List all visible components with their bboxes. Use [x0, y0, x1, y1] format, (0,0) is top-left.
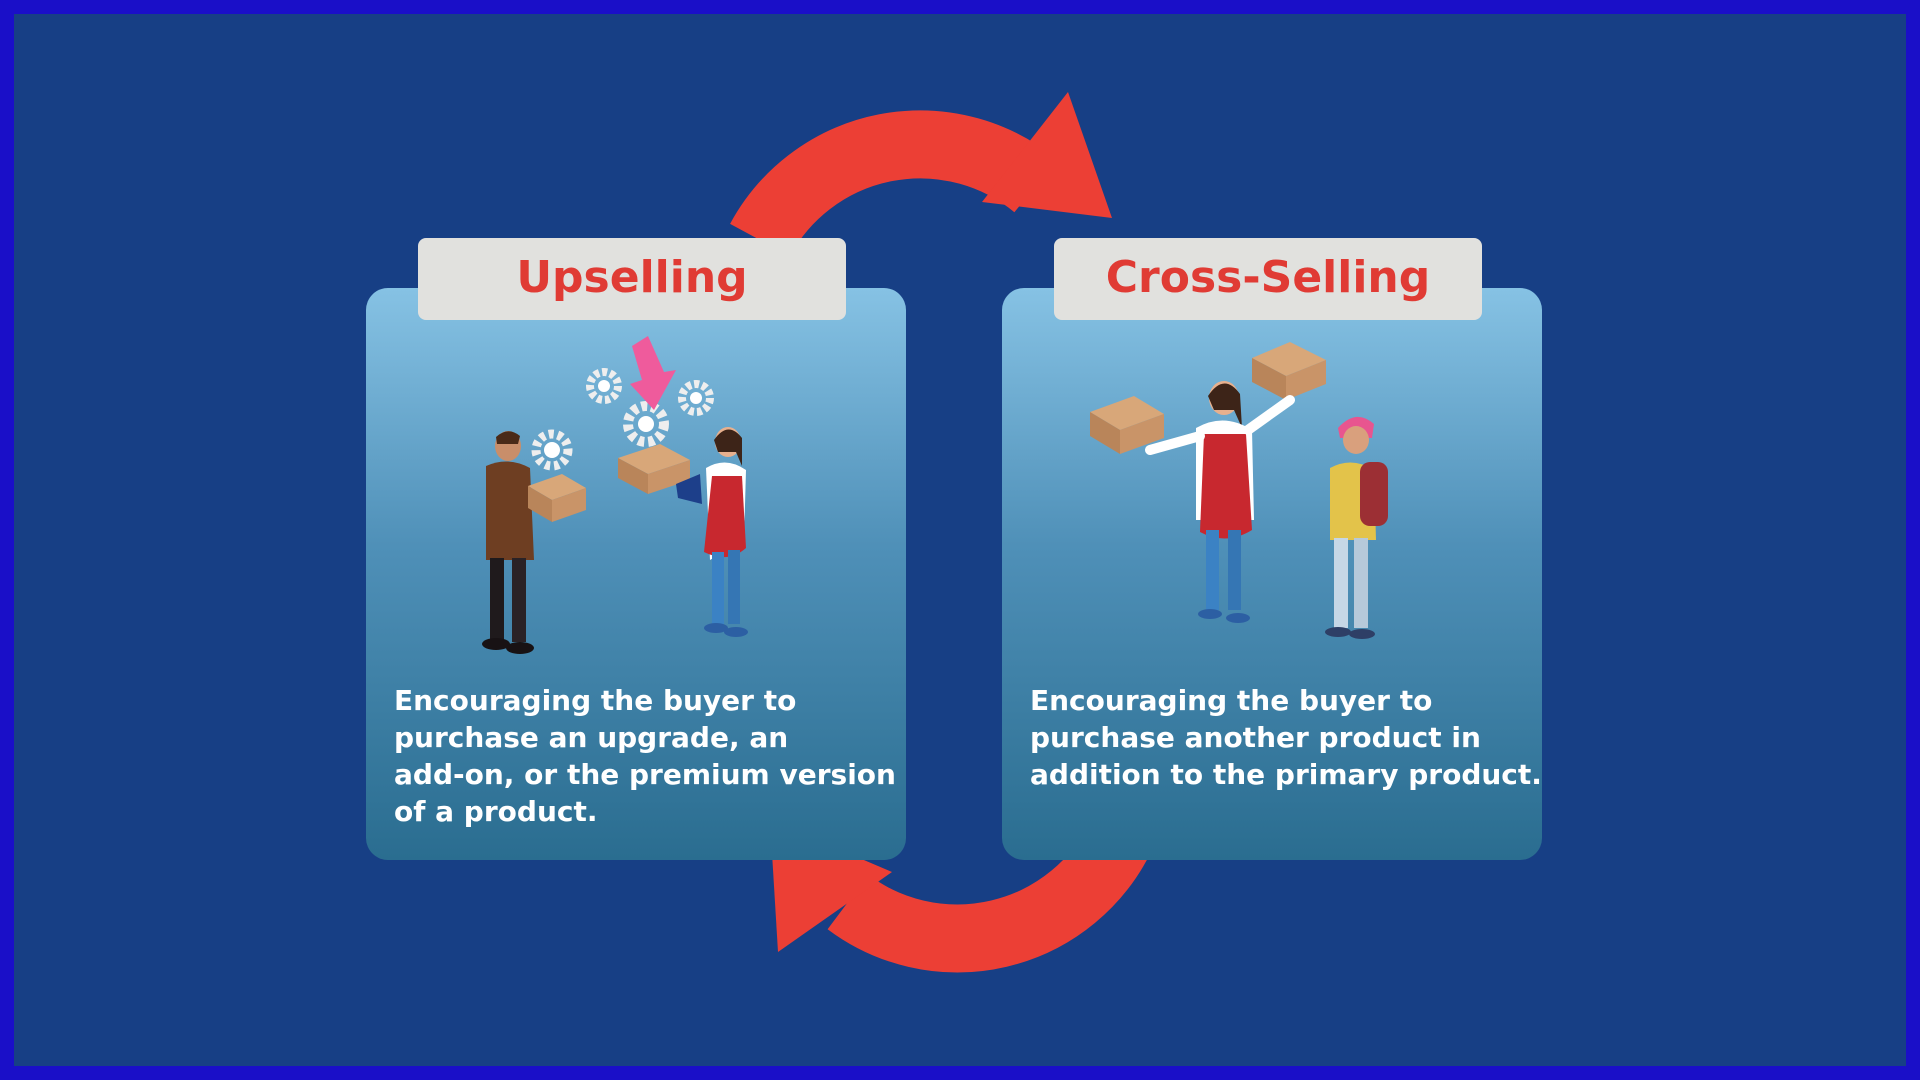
upselling-title: Upselling	[516, 252, 747, 303]
upselling-description: Encouraging the buyer to purchase an upg…	[394, 684, 906, 828]
cross-selling-card: Cross-Selling	[1002, 238, 1542, 860]
upselling-tab	[418, 238, 846, 320]
salesperson-offering-boxes-illustration	[1090, 342, 1388, 639]
diagram-background	[14, 14, 1906, 1066]
curved-arrow-right-icon	[730, 92, 1112, 257]
upselling-card: Upselling	[366, 238, 906, 860]
upselling-description-line: Encouraging the buyer to	[394, 684, 796, 717]
cross-selling-description-line: addition to the primary product.	[1030, 758, 1542, 791]
salesperson-megaphone-upgrade-illustration	[482, 336, 748, 654]
upselling-description-line: of a product.	[394, 795, 598, 828]
upselling-card-panel	[366, 288, 906, 860]
cross-selling-description-line: Encouraging the buyer to	[1030, 684, 1432, 717]
cross-selling-title: Cross-Selling	[1106, 252, 1430, 303]
upselling-description-line: purchase an upgrade, an	[394, 721, 788, 754]
upselling-description-line: add-on, or the premium version	[394, 758, 896, 791]
cross-selling-tab	[1054, 238, 1482, 320]
cross-selling-description: Encouraging the buyer to purchase anothe…	[1030, 684, 1542, 791]
cross-selling-description-line: purchase another product in	[1030, 721, 1481, 754]
